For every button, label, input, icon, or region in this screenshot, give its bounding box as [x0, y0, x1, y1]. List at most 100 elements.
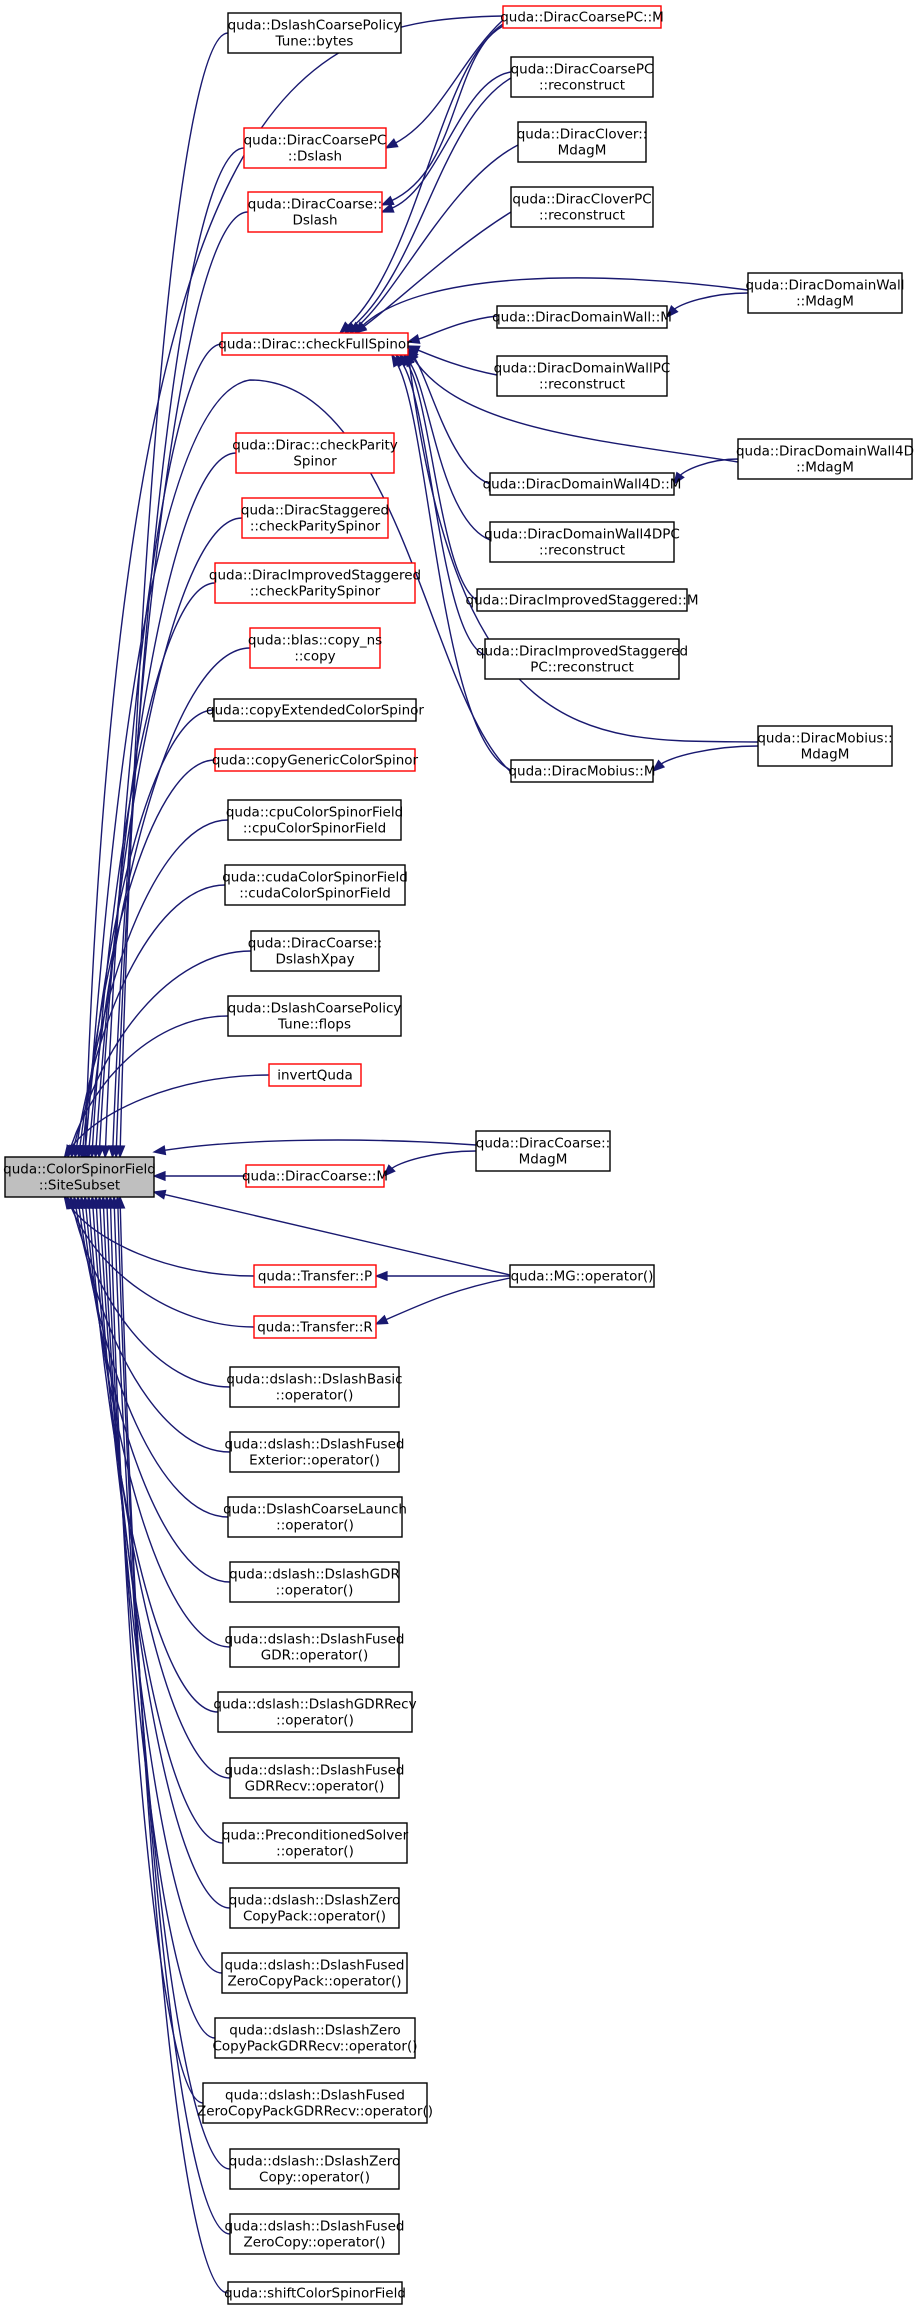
node-n-impstag-check[interactable]: quda::DiracImprovedStaggered::checkParit…: [209, 562, 421, 604]
node-label-line: Tune::bytes: [275, 34, 354, 50]
node-n-dslashxpay[interactable]: quda::DiracCoarse::DslashXpay: [248, 930, 382, 972]
node-n-precond[interactable]: quda::PreconditionedSolver::operator(): [222, 1822, 409, 1864]
node-n-cloverpc-rec[interactable]: quda::DiracCloverPC::reconstruct: [510, 186, 654, 228]
node-box: [245, 1164, 385, 1188]
node-label-line: quda::DiracDomainWall4DPC: [484, 527, 680, 543]
node-n-clover-mdagm[interactable]: quda::DiracClover::MdagM: [517, 121, 648, 163]
node-n-mg-op[interactable]: quda::MG::operator(): [509, 1264, 655, 1288]
node-n-dw4d-m[interactable]: quda::DiracDomainWall4D::M: [483, 472, 682, 496]
node-n-transfer-r[interactable]: quda::Transfer::R: [253, 1315, 377, 1339]
edge-n_bytes-to-root: [115, 32, 229, 1159]
node-box: [229, 1887, 400, 1929]
node-box: [510, 759, 654, 783]
node-label-line: quda::ColorSpinorField: [3, 1162, 156, 1178]
node-n-dslashbasic[interactable]: quda::dslash::DslashBasic::operator(): [226, 1366, 403, 1408]
node-n-dcpc-rec[interactable]: quda::DiracCoarsePC::reconstruct: [510, 56, 654, 98]
node-n-invert[interactable]: invertQuda: [268, 1063, 362, 1087]
node-n-dcpc-m[interactable]: quda::DiracCoarsePC::M: [500, 5, 664, 29]
node-n-dc-dslash[interactable]: quda::DiracCoarse::Dslash: [247, 191, 383, 233]
node-label-line: ::reconstruct: [539, 543, 625, 559]
node-label-line: quda::Transfer::R: [257, 1320, 373, 1336]
node-box: [229, 1366, 400, 1408]
node-n-dw4d-mdagm[interactable]: quda::DiracDomainWall4D::MdagM: [736, 438, 914, 480]
node-box: [249, 627, 381, 669]
edge-arrowhead: [338, 321, 352, 335]
node-label-line: ::reconstruct: [539, 208, 625, 224]
node-n-coarselaunch[interactable]: quda::DslashCoarseLaunch::operator(): [223, 1496, 407, 1538]
node-n-dw-mdagm[interactable]: quda::DiracDomainWall::MdagM: [745, 272, 905, 314]
edge-line: [412, 357, 739, 463]
node-n-fusedext[interactable]: quda::dslash::DslashFusedExterior::opera…: [225, 1431, 405, 1473]
node-n-dw-m[interactable]: quda::DiracDomainWall::M: [492, 305, 672, 329]
edge-line: [88, 1205, 219, 1713]
node-label-line: quda::DiracMobius::: [757, 731, 892, 747]
node-n-zcpack[interactable]: quda::dslash::DslashZeroCopyPack::operat…: [229, 1887, 401, 1929]
node-n-cpucsf[interactable]: quda::cpuColorSpinorField::cpuColorSpino…: [226, 799, 403, 841]
node-n-fusedzc[interactable]: quda::dslash::DslashFusedZeroCopy::opera…: [225, 2213, 405, 2255]
edge-arrowhead: [152, 1170, 166, 1182]
node-n-zcpackgdr[interactable]: quda::dslash::DslashZeroCopyPackGDRRecv:…: [213, 2017, 418, 2059]
node-n-cudacsf[interactable]: quda::cudaColorSpinorField::cudaColorSpi…: [222, 864, 408, 906]
node-label-line: Dslash: [292, 213, 337, 229]
node-label-line: quda::copyGenericColorSpinor: [212, 753, 419, 769]
node-label-line: ::checkParitySpinor: [250, 584, 381, 600]
edge-line: [102, 1205, 223, 1974]
node-box: [489, 472, 675, 496]
node-label-line: quda::DiracImprovedStaggered: [476, 644, 688, 660]
edge-line: [162, 1139, 477, 1152]
node-n-impstag-m[interactable]: quda::DiracImprovedStaggered::M: [466, 588, 699, 612]
edge-line: [360, 277, 749, 328]
node-box: [227, 12, 402, 54]
node-n-shift[interactable]: quda::shiftColorSpinorField: [224, 2281, 406, 2305]
node-n-gdrrecv[interactable]: quda::dslash::DslashGDRRecv::operator(): [213, 1691, 417, 1733]
node-n-gdr[interactable]: quda::dslash::DslashGDR::operator(): [229, 1561, 400, 1603]
node-box: [217, 1691, 413, 1733]
node-n-fusedzcpack[interactable]: quda::dslash::DslashFusedZeroCopyPack::o…: [221, 1952, 408, 1994]
node-label-line: quda::dslash::DslashZero: [229, 1893, 401, 1909]
node-label-line: MdagM: [519, 1152, 568, 1168]
node-n-fusedgdrrecv[interactable]: quda::dslash::DslashFusedGDRRecv::operat…: [225, 1757, 405, 1799]
node-n-transfer-p[interactable]: quda::Transfer::P: [253, 1264, 377, 1288]
node-n-dc-mdagm[interactable]: quda::DiracCoarse::MdagM: [475, 1130, 611, 1172]
node-label-line: quda::DiracCoarsePC: [511, 62, 654, 78]
node-n-impstagpc-rec[interactable]: quda::DiracImprovedStaggeredPC::reconstr…: [476, 638, 688, 680]
node-label-line: ZeroCopyPackGDRRecv::operator(): [197, 2104, 433, 2120]
node-n-fusedzcpackgdr[interactable]: quda::dslash::DslashFusedZeroCopyPackGDR…: [197, 2082, 433, 2124]
edge-line: [659, 745, 759, 766]
edge-line: [408, 361, 491, 541]
node-n-copygen[interactable]: quda::copyGenericColorSpinor: [212, 748, 419, 772]
node-n-mobius-mdagm[interactable]: quda::DiracMobius::MdagM: [757, 725, 893, 767]
node-n-checkfull[interactable]: quda::Dirac::checkFullSpinor: [218, 332, 412, 356]
node-n-copyext[interactable]: quda::copyExtendedColorSpinor: [206, 698, 424, 722]
edge-arrowhead: [391, 353, 403, 368]
node-n-stag-check[interactable]: quda::DiracStaggered::checkParitySpinor: [241, 497, 389, 539]
node-label-line: quda::DiracImprovedStaggered: [209, 568, 421, 584]
node-n-dw4dpc-rec[interactable]: quda::DiracDomainWall4DPC::reconstruct: [484, 521, 680, 563]
node-n-dc-m[interactable]: quda::DiracCoarse::M: [242, 1164, 388, 1188]
edge-line: [119, 32, 229, 1149]
node-box: [235, 432, 395, 474]
node-box: [214, 2017, 416, 2059]
edge-n_checkfull-to-root: [100, 343, 223, 1159]
node-n-dcpc-dslash[interactable]: quda::DiracCoarsePC::Dslash: [243, 127, 387, 169]
node-box: [221, 332, 409, 356]
node-n-checkparity[interactable]: quda::Dirac::checkParitySpinor: [232, 432, 398, 474]
node-box: [4, 1156, 155, 1198]
edge-arrowhead: [380, 195, 395, 206]
node-box: [202, 2082, 428, 2124]
node-n-copy-ns[interactable]: quda::blas::copy_ns::copy: [248, 627, 382, 669]
edge-line: [356, 144, 519, 328]
node-n-mobius-m[interactable]: quda::DiracMobius::M: [508, 759, 656, 783]
node-label-line: ::checkParitySpinor: [250, 519, 381, 535]
node-label-line: quda::dslash::DslashFused: [225, 1632, 405, 1648]
edge-n_fusedzc-to-root: [112, 1195, 231, 2235]
node-n-dwpc-rec[interactable]: quda::DiracDomainWallPC::reconstruct: [494, 355, 671, 397]
edge-line: [383, 1277, 511, 1322]
edge-line: [393, 19, 504, 145]
edge-line: [405, 361, 478, 601]
